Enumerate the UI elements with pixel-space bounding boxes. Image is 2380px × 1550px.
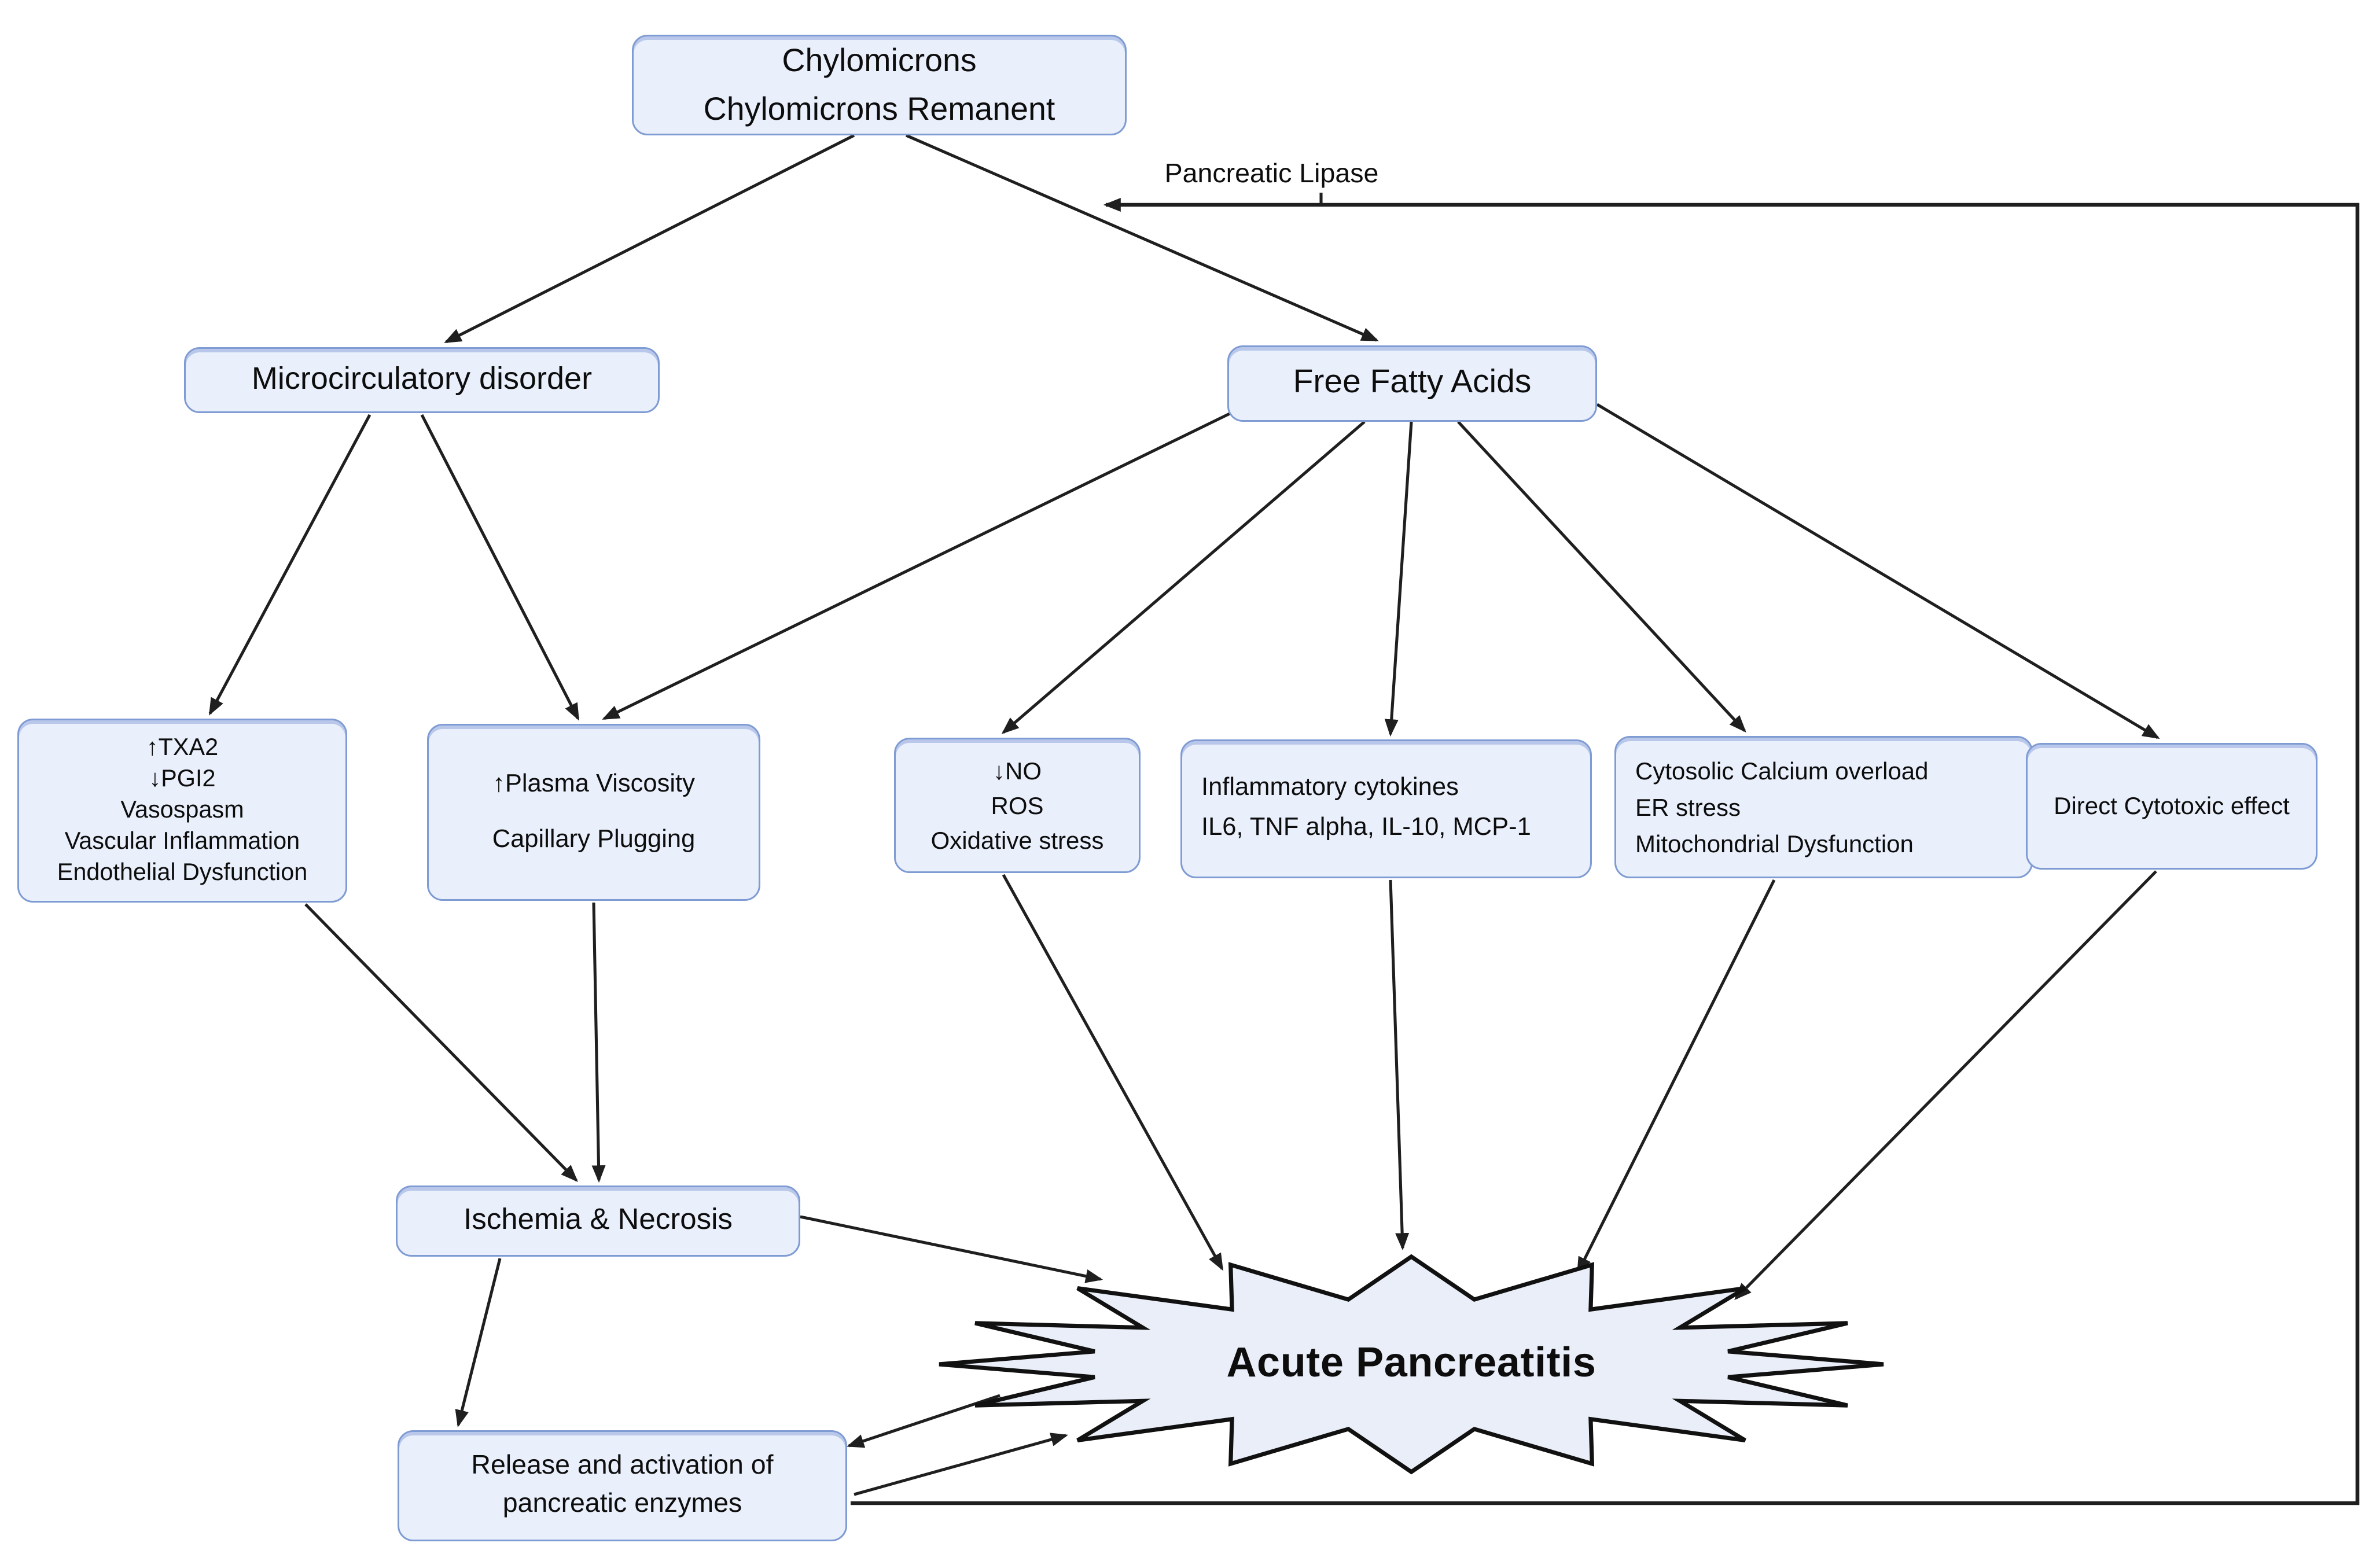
node-text-line: ↑TXA2 [146, 734, 219, 761]
arrow-vascular-to-ischemia [304, 903, 578, 1182]
acute-pancreatitis-starburst [939, 1254, 1884, 1475]
node-text-line: ↓NO [993, 756, 1042, 784]
node-text-line: Capillary Plugging [492, 825, 696, 853]
arrow-calcium-to-acute-pancreatitis [1576, 879, 1776, 1275]
node-oxidative-stress: ↓NO ROS Oxidative stress [894, 738, 1141, 873]
feedback-loop-pancreatic-lipase [851, 198, 2360, 1505]
node-text-line: Vascular Inflammation [64, 827, 300, 854]
node-text-line: Release and activation of [471, 1450, 774, 1480]
node-text-line: pancreatic enzymes [502, 1489, 742, 1519]
node-text-line: ↑Plasma Viscosity [492, 770, 695, 798]
node-text-line: Chylomicrons Remanent [703, 90, 1055, 127]
node-text-line: Oxidative stress [930, 826, 1104, 855]
arrow-ffa-to-cytokines [1384, 421, 1413, 737]
arrow-chylomicrons-to-microcirculatory [444, 134, 855, 344]
node-text-line: Vasospasm [120, 797, 244, 823]
node-microcirculatory-disorder: Microcirculatory disorder [184, 347, 660, 413]
arrow-cytokines-to-acute-pancreatitis [1389, 879, 1410, 1251]
node-inflammatory-cytokines: Inflammatory cytokines IL6, TNF alpha, I… [1180, 739, 1592, 878]
node-text-line: ROS [991, 791, 1044, 819]
arrow-ischemia-to-acute-pancreatitis [800, 1215, 1103, 1283]
arrow-release-to-acute-pancreatitis [854, 1433, 1069, 1496]
node-text-line: IL6, TNF alpha, IL-10, MCP-1 [1201, 814, 1531, 842]
node-text-line: Inflammatory cytokines [1201, 774, 1459, 802]
arrow-chylomicrons-to-free-fatty-acids [905, 134, 1379, 342]
node-direct-cytotoxic-effect: Direct Cytotoxic effect [2026, 743, 2318, 870]
node-text-line: ER stress [1635, 792, 1741, 820]
node-text-line: Cytosolic Calcium overload [1635, 756, 1929, 784]
arrow-oxidative-to-acute-pancreatitis [1002, 874, 1224, 1271]
arrow-cytotoxic-to-acute-pancreatitis [1734, 870, 2157, 1300]
arrow-ffa-to-oxidative [1001, 421, 1366, 734]
node-free-fatty-acids: Free Fatty Acids [1227, 345, 1597, 422]
arrow-ffa-to-plasma [602, 411, 1232, 720]
pancreatic-lipase-label: Pancreatic Lipase [1164, 160, 1379, 189]
arrow-ffa-to-cytotoxic [1596, 403, 2160, 739]
arrow-microcirculatory-to-vascular [208, 414, 371, 716]
node-calcium-overload: Cytosolic Calcium overload ER stress Mit… [1614, 736, 2033, 878]
node-release-pancreatic-enzymes: Release and activation of pancreatic enz… [398, 1430, 847, 1541]
node-text-line: Mitochondrial Dysfunction [1635, 829, 1914, 857]
arrow-microcirculatory-to-plasma [420, 414, 580, 721]
node-text-line: Endothelial Dysfunction [57, 859, 308, 885]
node-chylomicrons: Chylomicrons Chylomicrons Remanent [632, 35, 1127, 135]
node-text-line: Chylomicrons [782, 42, 977, 79]
starburst-shape [939, 1254, 1884, 1475]
node-ischemia-necrosis: Ischemia & Necrosis [396, 1185, 800, 1257]
acute-pancreatitis-label: Acute Pancreatitis [1226, 1340, 1597, 1387]
arrow-plasma-to-ischemia [591, 902, 606, 1183]
node-vascular-effects: ↑TXA2 ↓PGI2 Vasospasm Vascular Inflammat… [17, 719, 347, 903]
node-plasma-viscosity: ↑Plasma Viscosity Capillary Plugging [427, 724, 760, 901]
node-text-line: ↓PGI2 [149, 765, 216, 792]
arrow-ischemia-to-release [455, 1258, 502, 1428]
arrow-ffa-to-calcium [1457, 421, 1746, 733]
